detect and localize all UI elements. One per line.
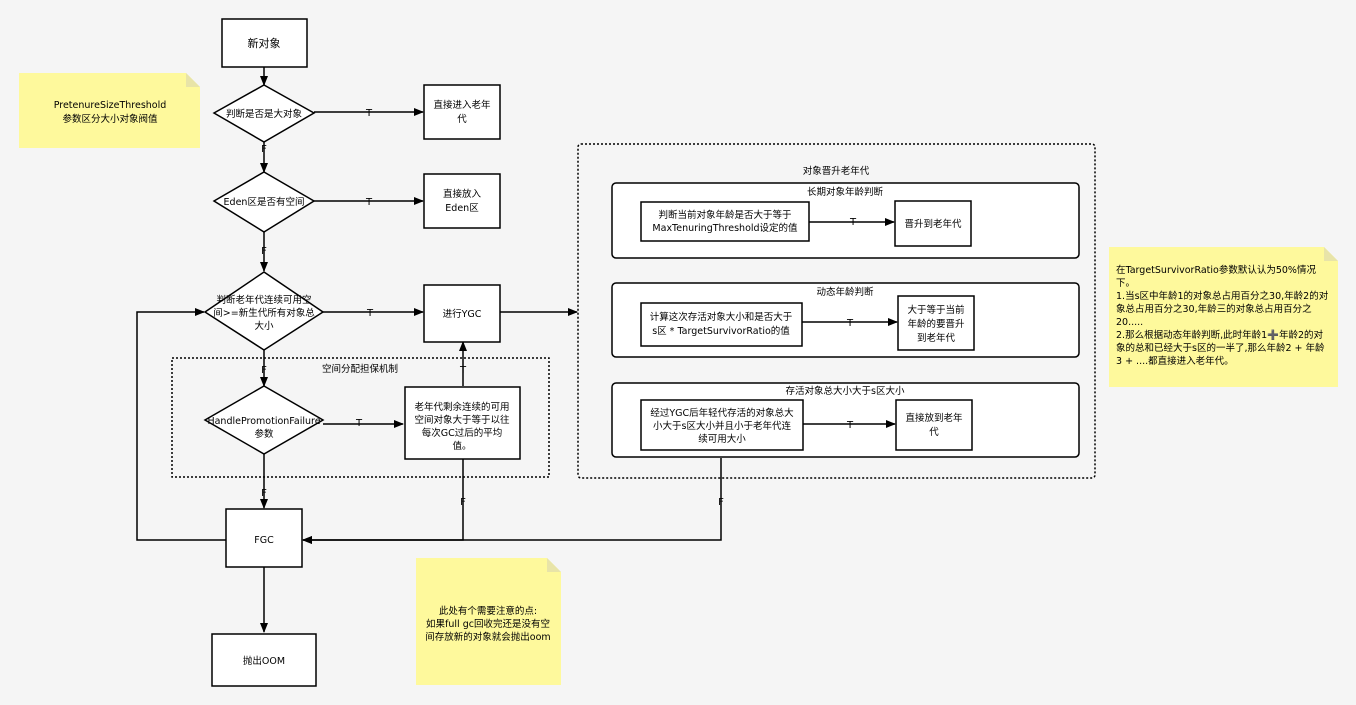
node-eden-space[interactable]: Eden区是否有空间 bbox=[212, 171, 316, 233]
label-f-handle: F bbox=[261, 488, 267, 499]
node-calc-survivor-size[interactable]: 计算这次存活对象大小和是否大于 s区 * TargetSurvivorRatio… bbox=[640, 302, 803, 347]
label-f-promotion: F bbox=[718, 497, 724, 508]
note-ratio-line-3: 1.当s区中年龄1的对象总占用百分之30,年龄2的对 bbox=[1116, 290, 1329, 302]
note-ratio-line-6: 2.那么根据动态年龄判断,此时年龄1➕年龄2的对 bbox=[1116, 329, 1324, 341]
label-t-eden: T bbox=[365, 197, 373, 208]
node-promote-old[interactable]: 晋升到老年代 bbox=[894, 200, 972, 247]
node-ygc-label: 进行YGC bbox=[443, 308, 482, 320]
note-ratio-line-4: 象总占用百分之30,年龄三的对象总占用百分之 bbox=[1116, 303, 1312, 315]
node-age-threshold-check-line-2: MaxTenuringThreshold设定的值 bbox=[652, 222, 798, 234]
node-new-object[interactable]: 新对象 bbox=[221, 18, 308, 68]
note-fullgc-line-2: 如果full gc回收完还是没有空 bbox=[426, 618, 550, 630]
group-space-guarantee bbox=[171, 357, 550, 478]
note-pretenure-line-2: 参数区分大小对象阀值 bbox=[62, 113, 158, 125]
node-is-large-object[interactable]: 判断是否是大对象 bbox=[212, 84, 316, 143]
note-pretenure-line-1: PretenureSizeThreshold bbox=[54, 100, 167, 111]
node-handle-promotion-failure-line-1: HandlePromotionFailure bbox=[207, 416, 320, 427]
node-to-eden[interactable]: 直接放入 Eden区 bbox=[423, 173, 501, 229]
node-fgc[interactable]: FGC bbox=[225, 508, 303, 568]
label-f-large: F bbox=[261, 144, 267, 155]
node-to-eden-line-2: Eden区 bbox=[445, 203, 479, 214]
note-ratio-line-2: 下。 bbox=[1116, 278, 1135, 289]
label-f-old-check: F bbox=[261, 365, 267, 376]
group-space-guarantee-title: 空间分配担保机制 bbox=[322, 363, 398, 375]
label-f-eden: F bbox=[261, 246, 267, 257]
node-after-ygc-check-line-2: 小大于s区大小并且小于老年代连 bbox=[653, 420, 791, 432]
node-fgc-label: FGC bbox=[254, 535, 274, 546]
note-ratio-line-7: 象的总和已经大于s区的一半了,那么年龄2 + 年龄 bbox=[1116, 342, 1325, 354]
label-t-old-check: T bbox=[366, 308, 374, 319]
group-object-promotion-title: 对象晋升老年代 bbox=[803, 165, 870, 177]
node-after-ygc-check[interactable]: 经过YGC后年轻代存活的对象总大 小大于s区大小并且小于老年代连 续可用大小 bbox=[640, 399, 804, 451]
node-after-ygc-check-line-3: 续可用大小 bbox=[698, 433, 746, 445]
node-ygc[interactable]: 进行YGC bbox=[423, 284, 501, 343]
note-pretenure: PretenureSizeThreshold 参数区分大小对象阀值 bbox=[19, 73, 200, 148]
node-avg-space-check-line-4: 值。 bbox=[452, 440, 471, 452]
edge-avg-false-to-fgc bbox=[302, 459, 464, 544]
edge-fgc-loop bbox=[136, 308, 226, 541]
node-avg-space-check-line-1: 老年代剩余连续的可用 bbox=[414, 401, 509, 413]
node-old-space-check-line-1: 判断老年代连续可用空 bbox=[216, 294, 311, 306]
node-direct-old-line-1: 直接放到老年 bbox=[905, 412, 963, 424]
node-age-threshold-check-line-1: 判断当前对象年龄是否大于等于 bbox=[658, 209, 791, 221]
node-oom[interactable]: 抛出OOM bbox=[211, 633, 317, 687]
node-promote-old-label: 晋升到老年代 bbox=[904, 218, 962, 230]
subgroup-dynamic-age-title: 动态年龄判断 bbox=[816, 286, 874, 298]
label-t-avg: T bbox=[459, 365, 467, 376]
node-older-promote[interactable]: 大于等于当前 年龄的要晋升 到老年代 bbox=[897, 295, 975, 351]
node-eden-space-label: Eden区是否有空间 bbox=[224, 196, 305, 208]
node-calc-survivor-size-line-1: 计算这次存活对象大小和是否大于 bbox=[650, 311, 793, 323]
node-old-space-check-line-3: 大小 bbox=[254, 320, 274, 332]
node-after-ygc-check-line-1: 经过YGC后年轻代存活的对象总大 bbox=[650, 407, 794, 419]
node-older-promote-line-3: 到老年代 bbox=[917, 332, 956, 344]
node-older-promote-line-1: 大于等于当前 bbox=[907, 304, 964, 316]
node-handle-promotion-failure[interactable]: HandlePromotionFailure 参数 bbox=[203, 385, 325, 455]
label-t-age: T bbox=[849, 217, 857, 228]
node-avg-space-check-line-2: 空间对象大于等于以往 bbox=[414, 414, 510, 426]
note-ratio-line-1: 在TargetSurvivorRatio参数默认认为50%情况 bbox=[1116, 264, 1316, 276]
note-fullgc-line-1: 此处有个需要注意的点: bbox=[439, 605, 537, 617]
label-t-calc: T bbox=[846, 318, 854, 329]
node-calc-survivor-size-line-2: s区 * TargetSurvivorRatio的值 bbox=[652, 325, 790, 337]
node-to-old-direct[interactable]: 直接进入老年 代 bbox=[423, 84, 501, 140]
note-ratio-line-8: 3 + ....都直接进入老年代。 bbox=[1116, 355, 1234, 367]
node-old-space-check[interactable]: 判断老年代连续可用空 间>=新生代所有对象总 大小 bbox=[203, 271, 325, 351]
node-age-threshold-check[interactable]: 判断当前对象年龄是否大于等于 MaxTenuringThreshold设定的值 bbox=[640, 201, 810, 242]
node-new-object-label: 新对象 bbox=[248, 36, 281, 50]
label-f-avg: F bbox=[460, 497, 466, 508]
label-t-large: T bbox=[365, 108, 373, 119]
edges bbox=[136, 67, 898, 633]
subgroup-survivor-size-title: 存活对象总大小大于s区大小 bbox=[786, 385, 905, 397]
subgroup-long-term-age-title: 长期对象年龄判断 bbox=[807, 186, 884, 198]
node-avg-space-check[interactable]: 老年代剩余连续的可用 空间对象大于等于以往 每次GC过后的平均 值。 bbox=[404, 386, 521, 460]
label-t-handle: T bbox=[355, 418, 363, 429]
node-oom-label: 抛出OOM bbox=[243, 655, 285, 667]
node-direct-old[interactable]: 直接放到老年 代 bbox=[895, 399, 973, 451]
node-to-old-direct-line-2: 代 bbox=[457, 114, 467, 125]
note-target-survivor-ratio: 在TargetSurvivorRatio参数默认认为50%情况 下。 1.当s区… bbox=[1109, 247, 1338, 387]
note-ratio-line-5: 20..... bbox=[1116, 317, 1143, 328]
node-is-large-object-label: 判断是否是大对象 bbox=[226, 108, 303, 120]
node-handle-promotion-failure-line-2: 参数 bbox=[254, 428, 274, 440]
note-full-gc: 此处有个需要注意的点: 如果full gc回收完还是没有空 间存放新的对象就会抛… bbox=[416, 558, 561, 685]
node-old-space-check-line-2: 间>=新生代所有对象总 bbox=[213, 307, 315, 319]
node-avg-space-check-line-3: 每次GC过后的平均 bbox=[422, 427, 503, 439]
node-direct-old-line-2: 代 bbox=[929, 427, 939, 438]
node-to-old-direct-line-1: 直接进入老年 bbox=[433, 99, 491, 111]
edge-promotion-false-to-fgc bbox=[302, 458, 722, 544]
note-fullgc-line-3: 间存放新的对象就会抛出oom bbox=[425, 631, 550, 643]
edge-labels: T F T F T F T F T F F T T T bbox=[261, 108, 857, 508]
label-t-after-ygc: T bbox=[846, 420, 854, 431]
node-to-eden-line-1: 直接放入 bbox=[443, 188, 482, 200]
node-older-promote-line-2: 年龄的要晋升 bbox=[907, 318, 965, 330]
